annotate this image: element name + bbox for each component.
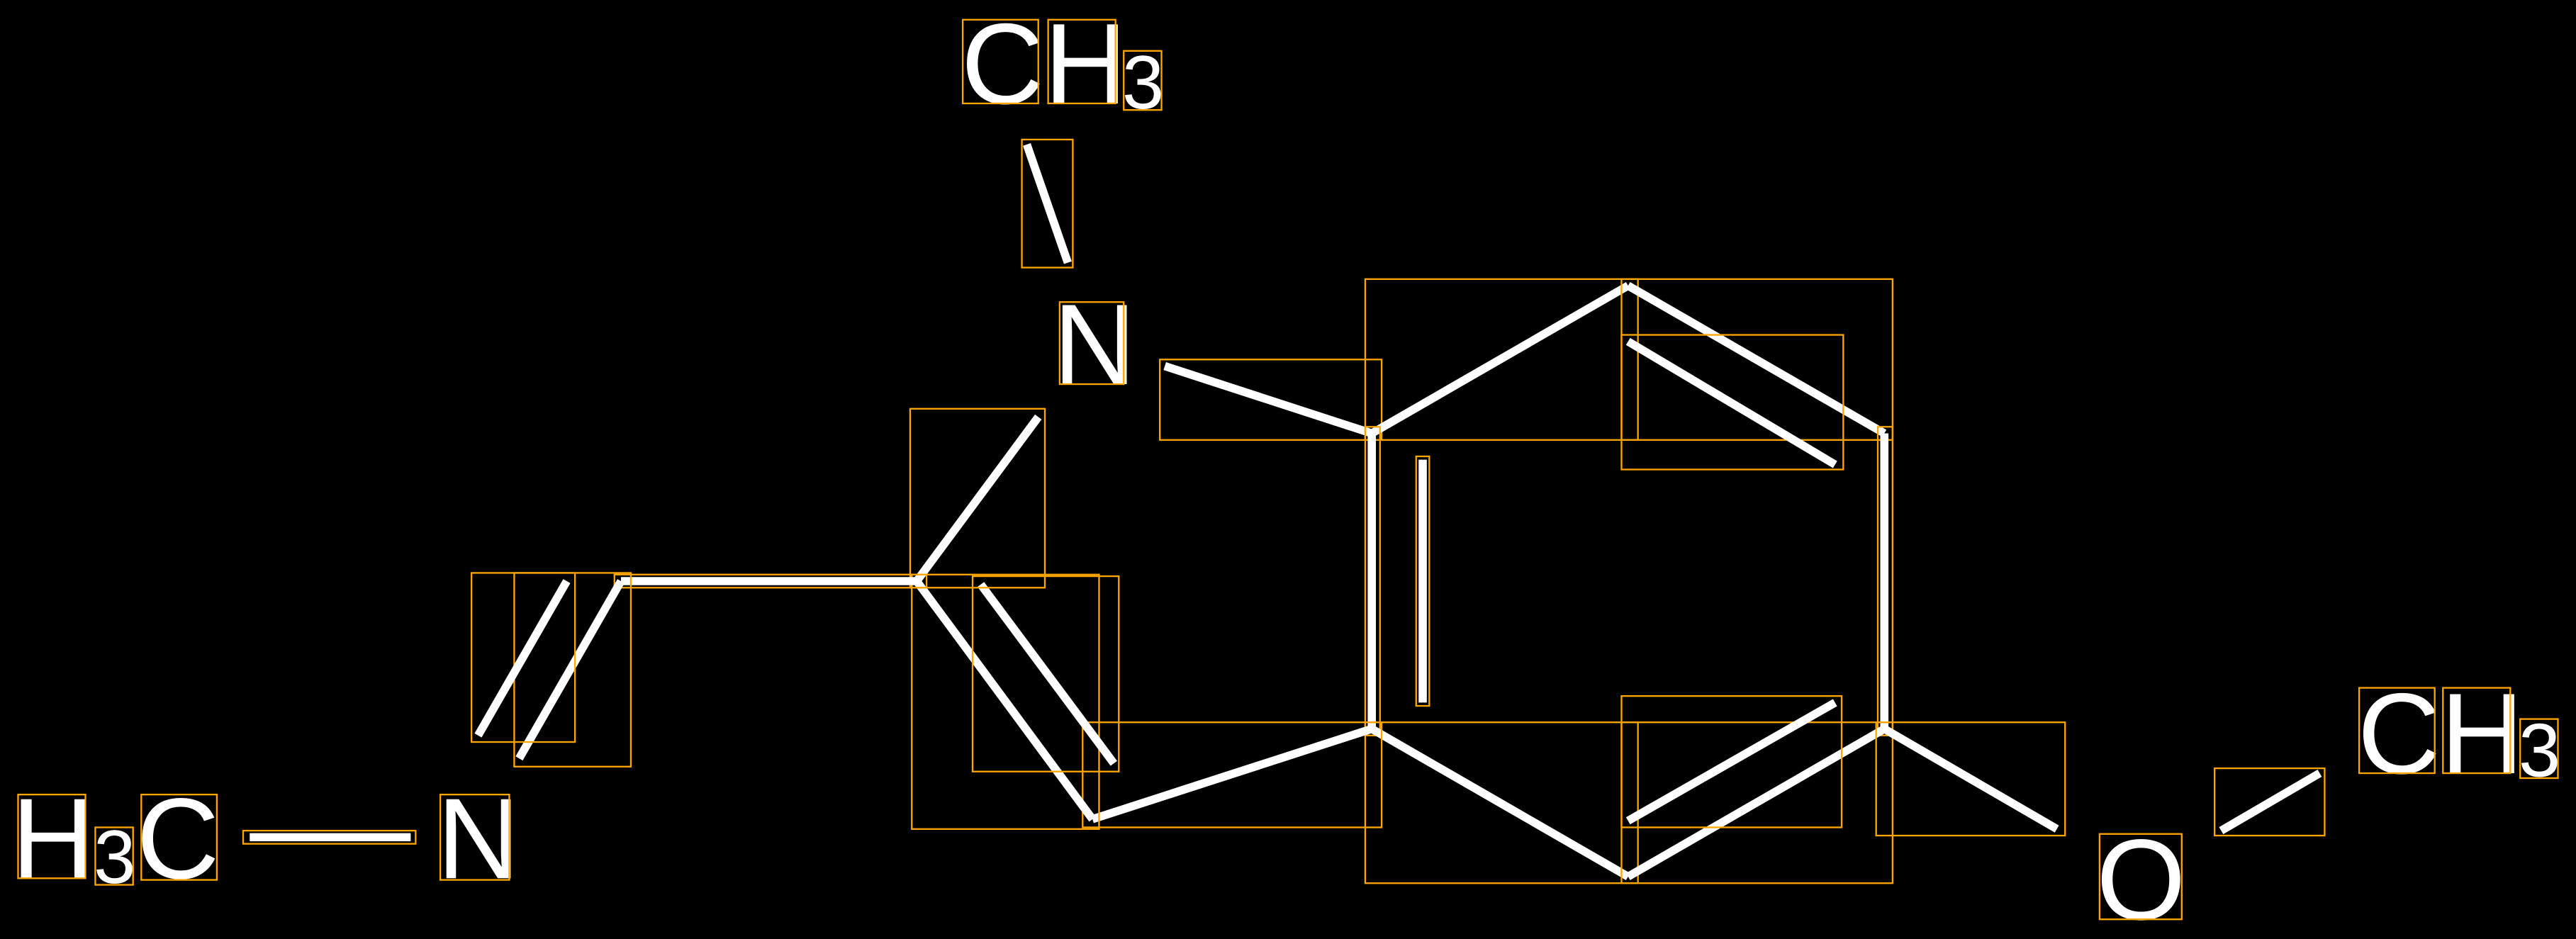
ring-bond — [1625, 282, 1887, 437]
bbox — [961, 18, 1039, 105]
bbox — [1875, 721, 2066, 837]
ring-double-bond-inner — [1625, 699, 1837, 825]
bond-ring-o — [1882, 725, 2059, 833]
bbox — [1620, 695, 1843, 828]
bbox — [1620, 334, 1844, 471]
bbox — [94, 826, 134, 886]
bbox — [17, 793, 86, 879]
bbox — [1364, 426, 1381, 736]
bond-imine — [515, 579, 625, 761]
bond-five — [913, 414, 1042, 584]
bbox — [2442, 687, 2511, 775]
oxygen: O — [2096, 816, 2185, 939]
bond-ring-five — [1091, 724, 1373, 823]
bbox — [242, 829, 417, 845]
top-methyl-sub: 3 — [1122, 40, 1164, 125]
double-bond-inner — [474, 579, 571, 738]
bbox — [1364, 278, 1639, 441]
ring-bond — [1370, 725, 1630, 880]
bbox — [909, 407, 1046, 589]
bbox — [470, 572, 576, 743]
bbox — [1159, 359, 1383, 441]
bbox — [1415, 455, 1430, 707]
bbox — [140, 793, 218, 881]
bond-five — [913, 578, 1096, 822]
bonds — [242, 138, 2326, 884]
oxygen-label: O — [2096, 816, 2185, 939]
left-methyl-c: C — [136, 775, 219, 903]
left-methyl-label: H 3 C — [11, 775, 219, 903]
right-methyl-label: CH 3 — [2358, 670, 2560, 798]
right-methyl-ch: CH — [2358, 670, 2524, 798]
bbox — [2213, 767, 2326, 837]
left-nitrogen-label: N — [437, 775, 520, 903]
double-bond-inner — [977, 582, 1117, 766]
bbox — [1021, 138, 1074, 269]
bond-n-ring — [1163, 362, 1373, 438]
left-methyl-h: H — [11, 775, 94, 903]
bbox — [1876, 426, 1894, 736]
top-methyl-label: CH 3 — [961, 0, 1164, 128]
top-nitrogen-label: N — [1053, 281, 1136, 409]
bbox — [1058, 301, 1125, 386]
ring-double-bond-inner — [1625, 337, 1837, 468]
bbox — [1047, 18, 1116, 105]
bbox — [439, 793, 510, 881]
bbox — [2358, 687, 2436, 775]
ring-bond — [1370, 282, 1630, 437]
bbox — [1123, 50, 1163, 111]
bbox — [2098, 833, 2183, 921]
bond-o-ch3 — [2219, 770, 2322, 835]
bbox — [911, 573, 1100, 830]
bond-ch3-n — [1023, 142, 1072, 264]
left-n: N — [437, 775, 520, 903]
bbox — [2519, 718, 2559, 780]
bbox — [1364, 721, 1639, 884]
right-methyl-sub: 3 — [2519, 709, 2560, 793]
top-methyl-ch: CH — [961, 0, 1127, 128]
bbox — [613, 573, 928, 589]
bbox — [1082, 721, 1383, 828]
